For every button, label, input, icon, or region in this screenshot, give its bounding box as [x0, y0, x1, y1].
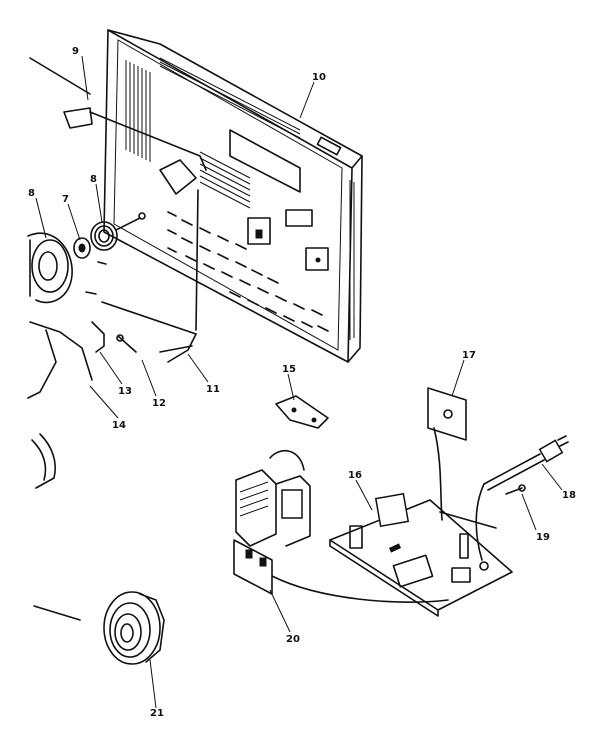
front-panel-part-10 — [103, 29, 363, 363]
screw — [85, 291, 97, 295]
screw — [97, 261, 107, 265]
callout-labels: 9 10 8 7 8 13 14 12 11 15 17 16 18 19 20… — [28, 46, 576, 719]
callout-19: 19 — [536, 532, 550, 543]
callout-16: 16 — [348, 470, 362, 481]
callout-18: 18 — [562, 490, 576, 501]
callout-15: 15 — [282, 364, 296, 375]
callout-10: 10 — [312, 72, 326, 83]
bracket-part-15 — [275, 395, 329, 429]
motor-assembly-part-8 — [27, 232, 73, 304]
circuit-board-part-16 — [329, 492, 513, 617]
washer-part-7 — [73, 237, 91, 259]
pin-part-12 — [116, 334, 137, 353]
bracket-part-9 — [29, 57, 207, 195]
callout-9: 9 — [72, 46, 79, 57]
callout-8-motor: 8 — [28, 188, 35, 199]
screw-part-19 — [505, 484, 526, 495]
vent-grille-left — [125, 60, 151, 162]
callout-12: 12 — [152, 398, 166, 409]
clip-part-13 — [91, 321, 105, 353]
callout-21: 21 — [150, 708, 164, 719]
callout-13: 13 — [118, 386, 132, 397]
callout-7: 7 — [62, 194, 69, 205]
speaker-part-21 — [33, 591, 165, 665]
callout-11: 11 — [206, 384, 220, 395]
transformer-part-20 — [233, 449, 449, 603]
keypad-rows — [167, 211, 329, 332]
plate-part-17 — [427, 387, 467, 521]
latch-part-14 — [27, 321, 93, 489]
leader-lines — [35, 55, 563, 709]
callout-8-coil: 8 — [90, 174, 97, 185]
callout-20: 20 — [286, 634, 300, 645]
callout-14: 14 — [112, 420, 126, 431]
power-cord-part-18 — [475, 435, 569, 561]
callout-17: 17 — [462, 350, 476, 361]
coil-part-8 — [90, 212, 146, 251]
linkage-part-11 — [101, 189, 199, 363]
